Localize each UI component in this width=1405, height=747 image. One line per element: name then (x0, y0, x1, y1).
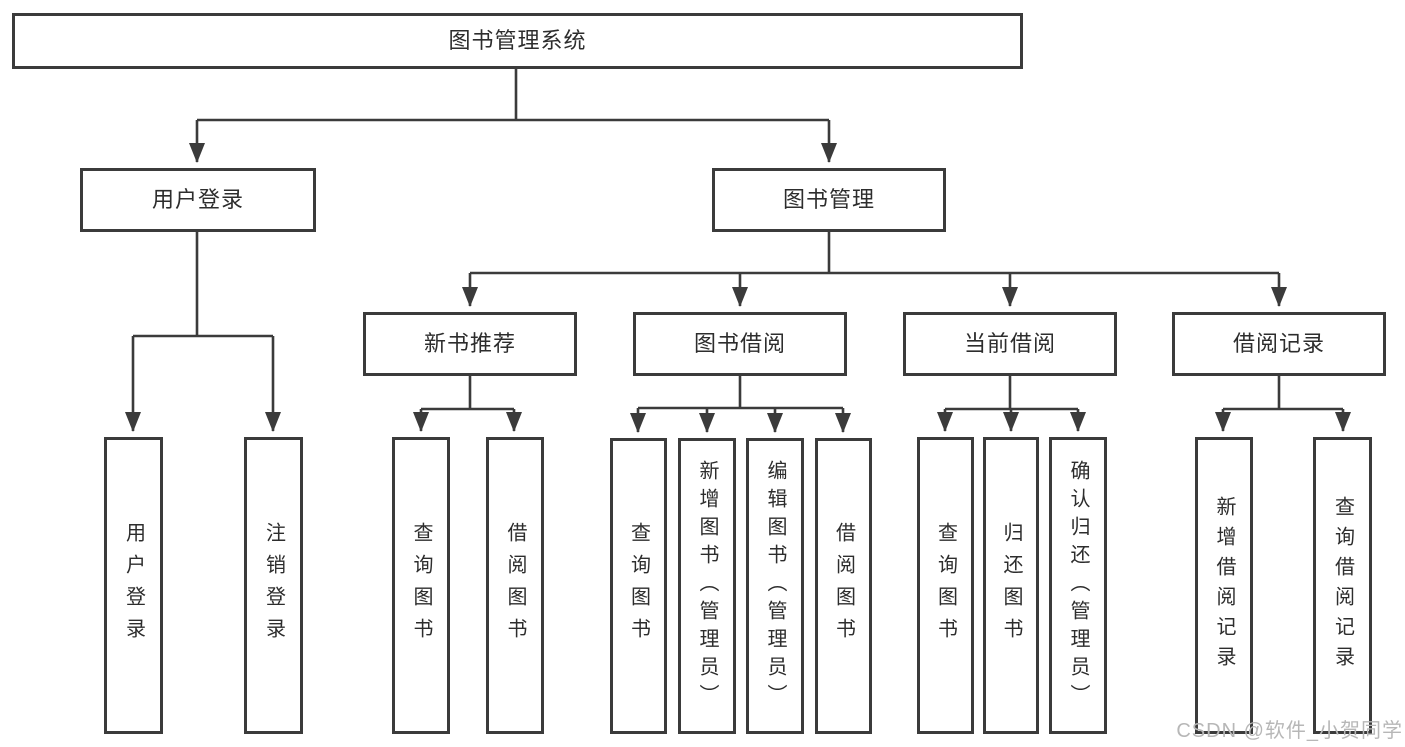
node-borrow-books-recommend: 借阅图书 (486, 437, 544, 734)
node-label: 用户登录 (122, 521, 145, 650)
node-label: 编辑图书（管理员） (764, 460, 786, 712)
node-book-management-module: 图书管理 (712, 168, 946, 232)
csdn-watermark: CSDN @软件_小贺同学 (1176, 720, 1403, 742)
node-label: 查询图书 (410, 521, 432, 650)
node-user-login-module: 用户登录 (80, 168, 316, 232)
node-label: 确认归还（管理员） (1067, 459, 1089, 712)
node-new-book-recommendation: 新书推荐 (363, 312, 577, 376)
node-label: 归还图书 (1000, 521, 1022, 650)
node-add-books-admin: 新增图书（管理员） (678, 438, 736, 734)
node-label: 图书管理 (782, 187, 875, 212)
node-label: 注销登录 (262, 521, 285, 650)
node-label: 借阅图书 (504, 521, 526, 650)
node-library-management-system: 图书管理系统 (12, 13, 1023, 69)
node-return-books: 归还图书 (983, 437, 1039, 734)
node-label: 图书借阅 (693, 331, 786, 356)
node-logout-leaf: 注销登录 (244, 437, 303, 734)
node-label: 新增图书（管理员） (696, 460, 718, 712)
node-book-borrowing: 图书借阅 (633, 312, 847, 376)
node-label: 图书管理系统 (448, 28, 587, 53)
node-label: 新增借阅记录 (1213, 495, 1235, 676)
node-label: 新书推荐 (423, 331, 516, 356)
node-label: 借阅图书 (832, 522, 855, 650)
node-label: 当前借阅 (963, 331, 1056, 356)
node-user-login-leaf: 用户登录 (104, 437, 163, 734)
node-label: 查询借阅记录 (1331, 495, 1354, 676)
node-current-borrowing: 当前借阅 (903, 312, 1117, 376)
node-query-borrow-record: 查询借阅记录 (1313, 437, 1372, 734)
node-query-books-current: 查询图书 (917, 437, 974, 734)
node-label: 用户登录 (151, 187, 244, 212)
node-label: 查询图书 (934, 521, 957, 650)
node-label: 查询图书 (627, 522, 650, 650)
node-borrow-books-leaf: 借阅图书 (815, 438, 872, 734)
node-confirm-return-admin: 确认归还（管理员） (1049, 437, 1107, 734)
node-edit-books-admin: 编辑图书（管理员） (746, 438, 804, 734)
node-borrowing-records: 借阅记录 (1172, 312, 1386, 376)
node-query-books-recommend: 查询图书 (392, 437, 450, 734)
node-add-borrow-record: 新增借阅记录 (1195, 437, 1253, 734)
node-label: 借阅记录 (1232, 331, 1325, 356)
node-query-books-borrow: 查询图书 (610, 438, 667, 734)
